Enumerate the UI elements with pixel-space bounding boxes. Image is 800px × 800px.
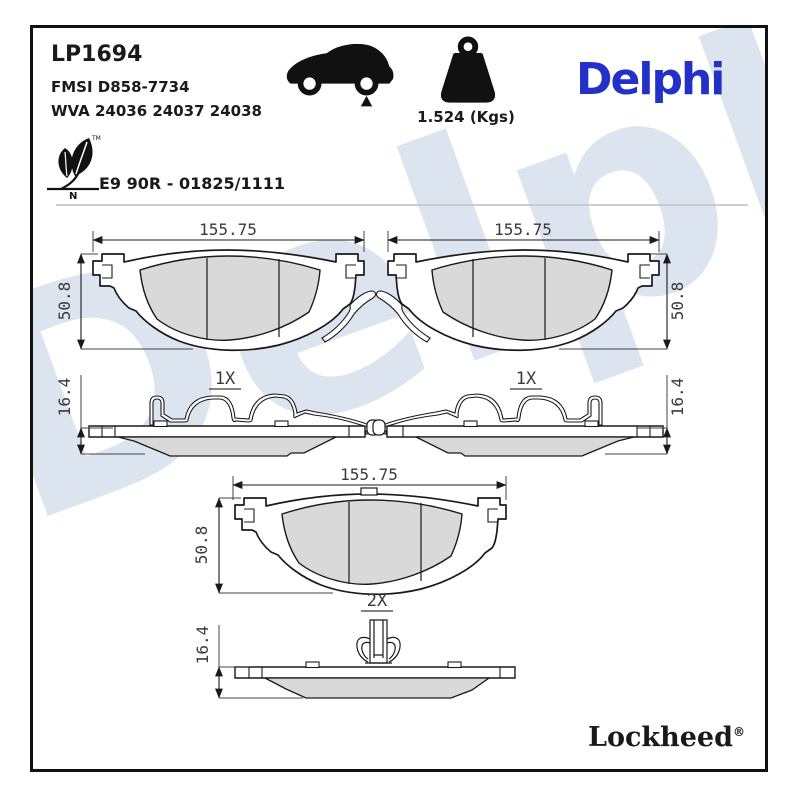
rear-axle-marker	[360, 95, 373, 107]
quantity-label-right: 1X	[516, 369, 537, 389]
quantity-label-bottom: 2X	[367, 591, 388, 611]
weight-value: 1.524 (Kgs)	[417, 108, 515, 126]
part-number: LP1694	[51, 42, 143, 67]
eco-trademark: TM	[91, 135, 101, 142]
extension-lines	[80, 375, 145, 455]
car-silhouette-rear-axle-icon	[283, 36, 395, 120]
dim-width-bottom: 155.75	[340, 465, 398, 484]
dim-height-top-right: 50.8	[668, 282, 687, 321]
friction-edge	[264, 677, 492, 699]
dim-height-bottom: 50.8	[192, 526, 211, 565]
eco-leaf-icon: N TM	[45, 132, 103, 204]
pin-clip	[356, 619, 401, 664]
abutment-tab	[447, 661, 462, 669]
eco-letter: N	[69, 191, 77, 200]
backplate-edge-ticks	[248, 667, 501, 678]
backplate-edge	[234, 666, 516, 679]
dim-thickness-left: 16.4	[55, 378, 74, 417]
registered-mark: ®	[733, 725, 745, 739]
wva-reference: WVA 24036 24037 24038	[51, 102, 262, 120]
dim-thickness-bottom: 16.4	[193, 626, 212, 665]
dim-width-top-right: 155.75	[494, 220, 552, 239]
dim-width-top-left: 155.75	[199, 220, 257, 239]
content-frame: Delphi	[30, 25, 768, 772]
extension-lines	[218, 625, 303, 699]
dim-thickness-right: 16.4	[668, 378, 687, 417]
weight-icon	[433, 36, 503, 110]
delphi-logo: Delphi	[576, 54, 725, 105]
type-approval-code: E9 90R - 01825/1111	[99, 174, 286, 193]
abutment-tab	[305, 661, 320, 669]
dim-height-top-left: 50.8	[55, 282, 74, 321]
quantity-label-left: 1X	[215, 369, 236, 389]
header-divider	[56, 204, 748, 206]
fmsi-reference: FMSI D858-7734	[51, 78, 190, 96]
lockheed-logo: Lockheed®	[588, 722, 745, 753]
top-center-tab	[360, 487, 378, 496]
lockheed-wordmark: Lockheed	[587, 722, 733, 753]
extension-lines	[605, 375, 668, 455]
technical-drawing: 155.75 50.8 155.75 50.8 1X 16.4 1X 16.4 …	[55, 220, 687, 699]
